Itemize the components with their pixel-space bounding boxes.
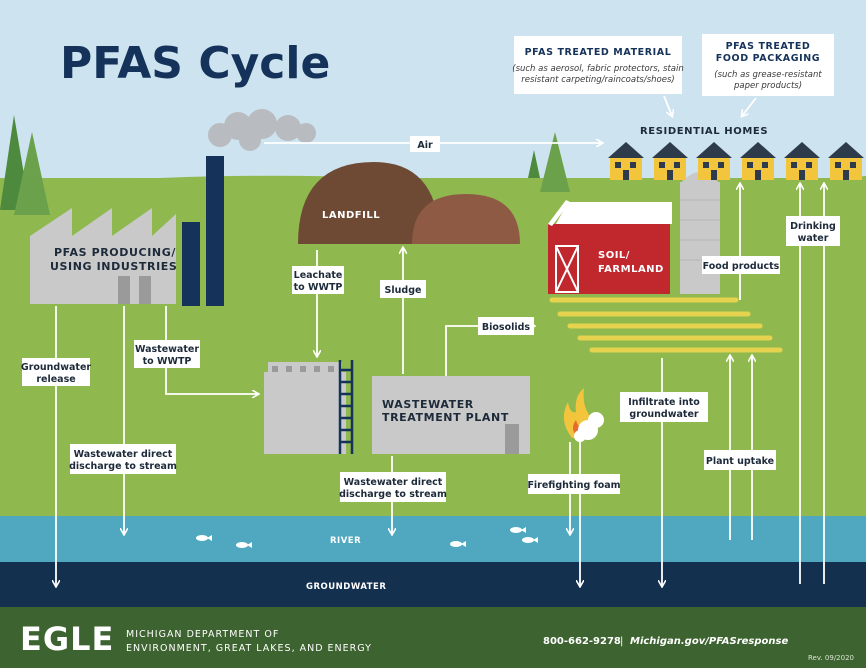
fish-icon	[450, 541, 466, 547]
footer-web-link[interactable]: Michigan.gov/PFASresponse	[630, 636, 788, 647]
soil-label-line2: FARMLAND	[598, 264, 664, 275]
soil-label-line1: SOIL/	[598, 250, 630, 261]
treated-material-desc-line2: resistant carpeting/raincoats/shoes)	[521, 75, 674, 85]
footer-bar	[0, 607, 866, 668]
groundwater-label: GROUNDWATER	[306, 582, 386, 592]
smoke-icon	[208, 109, 316, 151]
label-firefighting-foam: Firefighting foam	[527, 480, 620, 491]
fish-icon	[236, 542, 252, 548]
label-plant-uptake: Plant uptake	[706, 456, 774, 467]
treated-material-desc-line1: (such as aerosol, fabric protectors, sta…	[512, 64, 684, 74]
label-groundwater-release-line1: Groundwater	[21, 362, 92, 373]
fish-icon	[196, 535, 212, 541]
industries-label-line1: PFAS PRODUCING/	[54, 246, 176, 259]
fish-icon	[510, 527, 526, 533]
treated-material-title: PFAS TREATED MATERIAL	[525, 47, 672, 58]
label-ww-direct-2-line1: Wastewater direct	[344, 477, 443, 488]
page-title: PFAS Cycle	[60, 38, 330, 89]
crop-rows	[549, 297, 783, 353]
tree-left	[0, 115, 50, 215]
barn	[548, 200, 672, 294]
river-band	[0, 516, 866, 562]
house-icon	[740, 142, 776, 180]
label-drinking-line2: water	[798, 233, 829, 244]
residential-houses	[608, 142, 864, 180]
food-packaging-desc-line2: paper products)	[733, 81, 802, 91]
tree-right	[528, 132, 570, 192]
label-biosolids: Biosolids	[482, 322, 531, 333]
river-label: RIVER	[330, 536, 361, 546]
fish-group	[196, 527, 538, 548]
footer-phone: 800-662-9278	[543, 636, 621, 647]
label-leachate-line1: Leachate	[294, 270, 343, 281]
industries-label-line2: USING INDUSTRIES	[50, 260, 177, 273]
arrow-packaging-homes	[742, 97, 757, 116]
landfill-mound	[298, 162, 520, 244]
residential-homes-label: RESIDENTIAL HOMES	[640, 126, 768, 137]
house-icon	[608, 142, 644, 180]
arrow-ww-to-wwtp	[165, 306, 258, 394]
label-air: Air	[417, 140, 433, 151]
label-infiltrate-line2: groundwater	[629, 409, 699, 420]
factory-building	[30, 156, 224, 306]
arrow-material-homes	[663, 95, 672, 116]
footer-dept-line1: MICHIGAN DEPARTMENT OF	[126, 629, 279, 640]
egle-logo: EGLE	[20, 620, 114, 658]
house-icon	[828, 142, 864, 180]
label-infiltrate-line1: Infiltrate into	[628, 397, 700, 408]
silo	[680, 172, 720, 294]
footer-dept-line2: ENVIRONMENT, GREAT LAKES, AND ENERGY	[126, 643, 372, 654]
wastewater-treatment-plant	[264, 360, 530, 454]
fish-icon	[522, 537, 538, 543]
label-wastewater-wwtp-line2: to WWTP	[143, 356, 192, 367]
house-icon	[652, 142, 688, 180]
label-wastewater-wwtp-line1: Wastewater	[135, 344, 199, 355]
food-packaging-title-line2: FOOD PACKAGING	[716, 53, 820, 64]
food-packaging-title-line1: PFAS TREATED	[726, 41, 811, 52]
food-packaging-desc-line1: (such as grease-resistant	[714, 70, 822, 80]
label-ww-direct-2-line2: discharge to stream	[339, 489, 447, 500]
house-icon	[784, 142, 820, 180]
label-boxes: Air Leachate to WWTP Sludge Biosolids Gr…	[21, 34, 840, 502]
footer-revision: Rev. 09/2020	[808, 654, 854, 662]
wwtp-label-line2: TREATMENT PLANT	[382, 411, 509, 424]
label-ww-direct-1-line1: Wastewater direct	[74, 449, 173, 460]
label-ww-direct-1-line2: discharge to stream	[69, 461, 177, 472]
label-sludge: Sludge	[385, 285, 422, 296]
label-leachate-line2: to WWTP	[294, 282, 343, 293]
label-drinking-line1: Drinking	[790, 221, 836, 232]
label-groundwater-release-line2: release	[36, 374, 75, 385]
wwtp-label-line1: WASTEWATER	[382, 398, 474, 411]
house-icon	[696, 142, 732, 180]
landfill-label: LANDFILL	[322, 210, 380, 221]
fire-icon	[563, 388, 604, 442]
label-food-products: Food products	[703, 261, 780, 272]
groundwater-band	[0, 562, 866, 607]
footer-separator: |	[620, 636, 623, 647]
